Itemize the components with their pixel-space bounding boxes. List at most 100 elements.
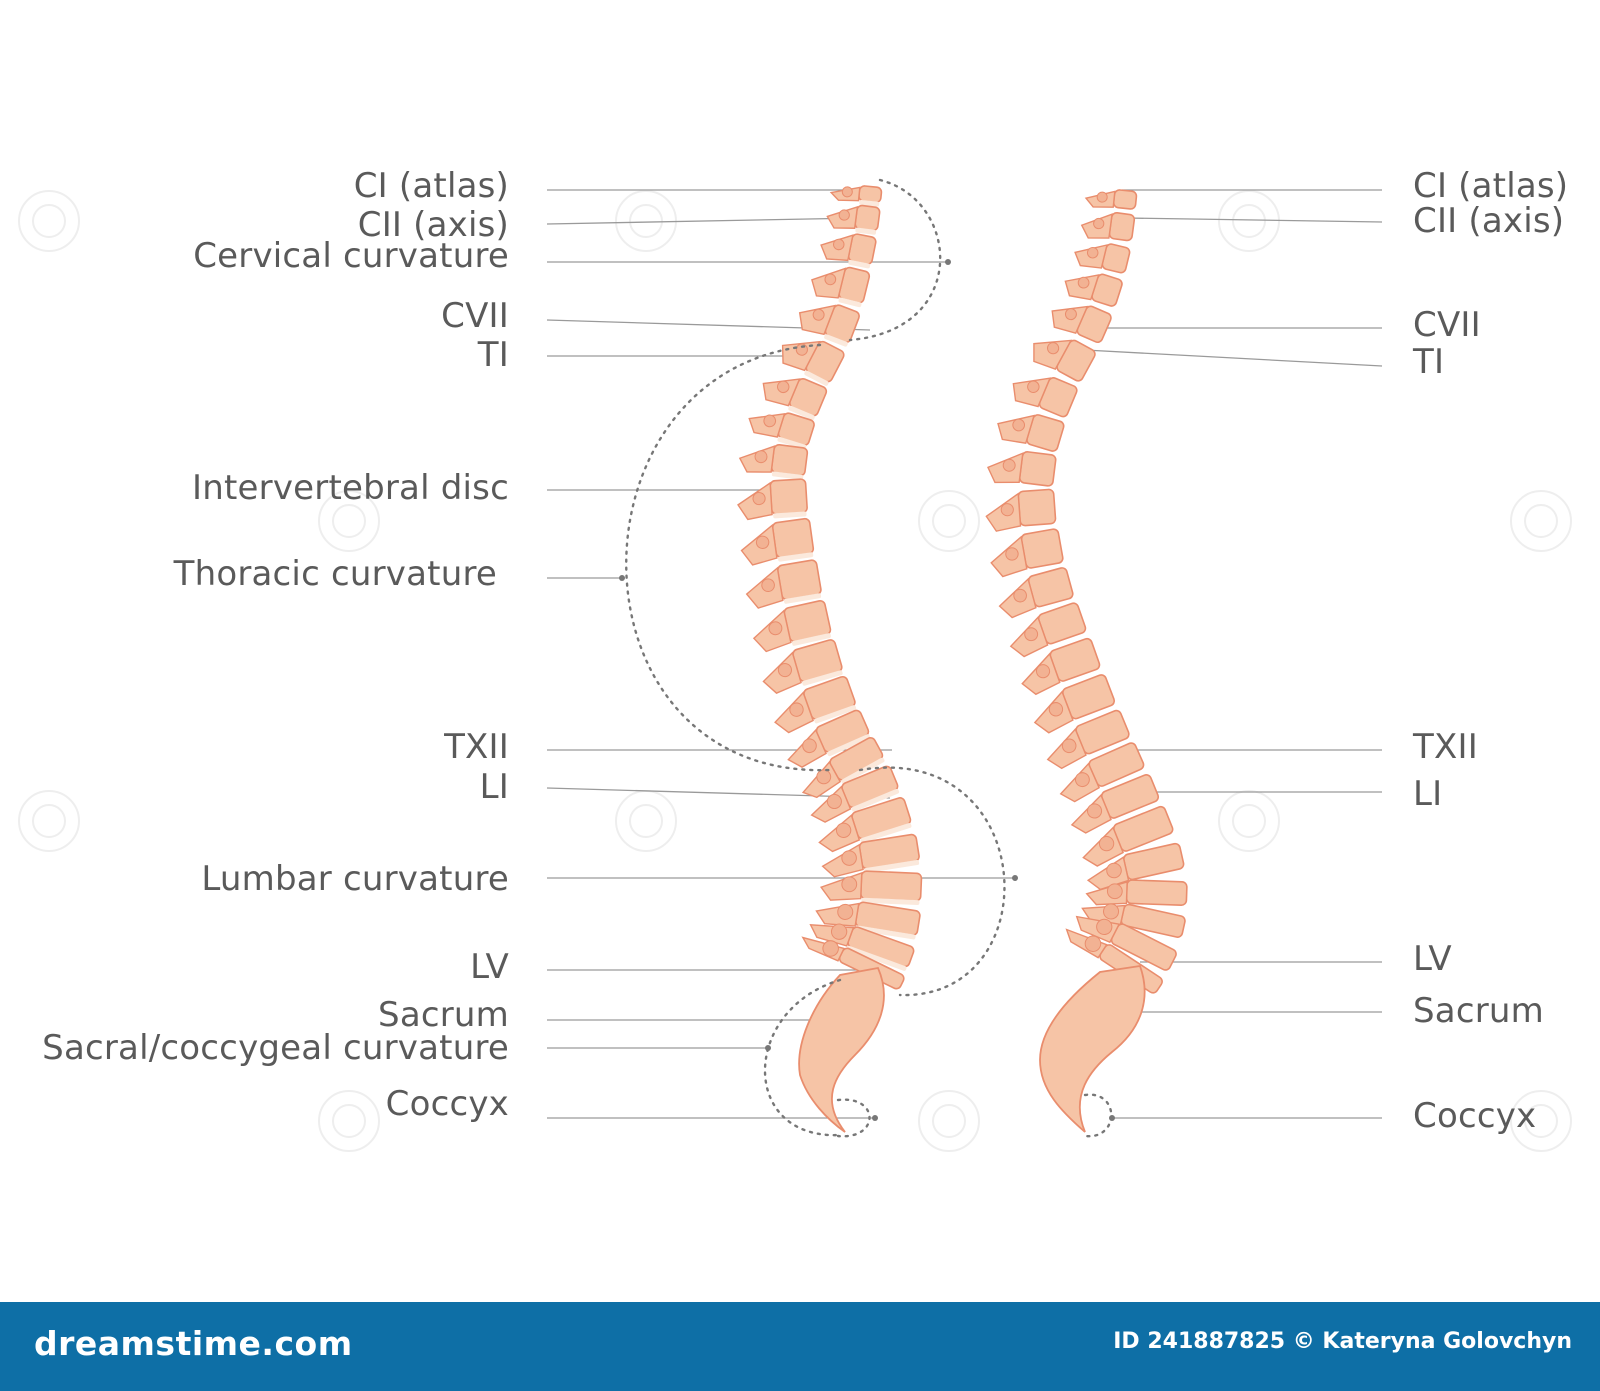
facet-joint [1103,903,1120,920]
curvature-arc [1083,1093,1113,1138]
vertebra [1033,339,1096,382]
facet-joint [802,738,817,754]
vertebral-body [1112,189,1138,210]
vertebra [815,901,921,940]
vertebra [1051,305,1112,344]
facet-joint [838,209,850,221]
watermark-icon [318,490,380,552]
intervertebral-disc [848,259,871,269]
facet-joint [761,578,775,593]
brand-wordmark[interactable]: dreamstime.com [34,1324,353,1363]
watermark-icon [918,490,980,552]
facet-joint [754,450,768,464]
label-right-ci-atlas: CI (atlas) [1413,166,1569,206]
vertebra [1059,742,1145,803]
vertebra [820,233,877,269]
vertebral-body [1108,212,1136,242]
facet-joint [830,923,848,940]
vertebra [1033,674,1116,734]
facet-joint [1002,458,1016,472]
intervertebral-disc [855,925,916,940]
label-left-ti: TI [477,335,509,375]
leader-dot [619,575,625,581]
leader-line [1124,217,1383,223]
facet-joint [822,940,839,957]
curvature-arc [836,1098,871,1138]
facet-joint [837,903,854,920]
facet-joint [1093,217,1105,230]
intervertebral-disc [814,705,857,724]
label-right-cvii: CVII [1413,305,1481,345]
intervertebral-disc [861,897,920,906]
vertebra [1075,915,1177,971]
vertebra [810,765,900,823]
facet-joint [1005,547,1019,561]
curvature-arc [848,178,942,342]
facet-joint [1012,418,1026,432]
facet-joint [1024,627,1039,642]
leader-line [1084,349,1383,367]
leader-line [546,217,863,225]
facet-joint [1077,276,1090,289]
curvature-arc [625,343,832,772]
facet-joint [1106,862,1122,879]
label-left-ci-atlas: CI (atlas) [353,166,509,206]
facet-joint [1106,883,1123,900]
facet-joint [789,702,804,717]
intervertebral-disc [792,633,831,646]
facet-joint [835,822,852,838]
intervertebral-disc [777,436,807,450]
vertebra [1081,903,1186,938]
leader-dot [872,1115,878,1121]
label-right-lv: LV [1413,939,1452,979]
intervertebral-disc [846,945,907,971]
vertebra [745,559,822,609]
vertebra [774,675,857,734]
vertebral-body [860,870,923,902]
vertebra [1085,879,1188,906]
sacrum [798,966,885,1133]
label-left-li: LI [479,767,509,807]
right-spine-lateral-view [985,189,1188,1133]
facet-joint [1064,308,1077,321]
label-right-txii: TXII [1413,727,1478,767]
vertebra [1064,273,1123,307]
vertebra [1021,637,1101,696]
label-right-coccyx: Coccyx [1413,1096,1537,1136]
facet-joint [841,186,853,198]
vertebral-body [854,204,881,232]
facet-joint [1098,835,1115,852]
leader-dot [945,259,951,265]
vertebra [826,204,881,235]
vertebra [990,528,1064,578]
vertebral-process [781,340,821,372]
intervertebral-disc [864,860,920,874]
label-left-intervertebral-disc: Intervertebral disc [192,468,509,508]
label-right-li: LI [1413,774,1443,814]
watermark-icon [918,1090,980,1152]
vertebra [1082,805,1174,867]
vertebra [809,923,915,971]
vertebral-body [770,443,809,477]
intervertebral-disc [773,511,807,519]
facet-joint [1086,246,1099,259]
intervertebral-disc [855,227,877,235]
vertebra [818,797,912,853]
vertebra [737,478,808,521]
vertebra [1012,377,1078,418]
intervertebral-disc [802,670,843,686]
facet-joint [1096,191,1108,203]
intervertebral-disc [771,471,804,480]
intervertebral-disc [788,405,815,420]
spine-illustration [546,178,1383,1138]
watermark-icon [1218,790,1280,852]
intervertebral-disc [859,199,880,207]
left-leader-lines [546,189,1018,1121]
intervertebral-disc [841,757,885,784]
vertebra [752,600,832,653]
vertebral-process [821,843,864,878]
curvature-arcs [625,178,1113,1138]
facet-joint [841,876,858,893]
vertebral-process [1033,339,1073,371]
label-left-thoracic-curvature: Thoracic curvature [173,554,497,594]
